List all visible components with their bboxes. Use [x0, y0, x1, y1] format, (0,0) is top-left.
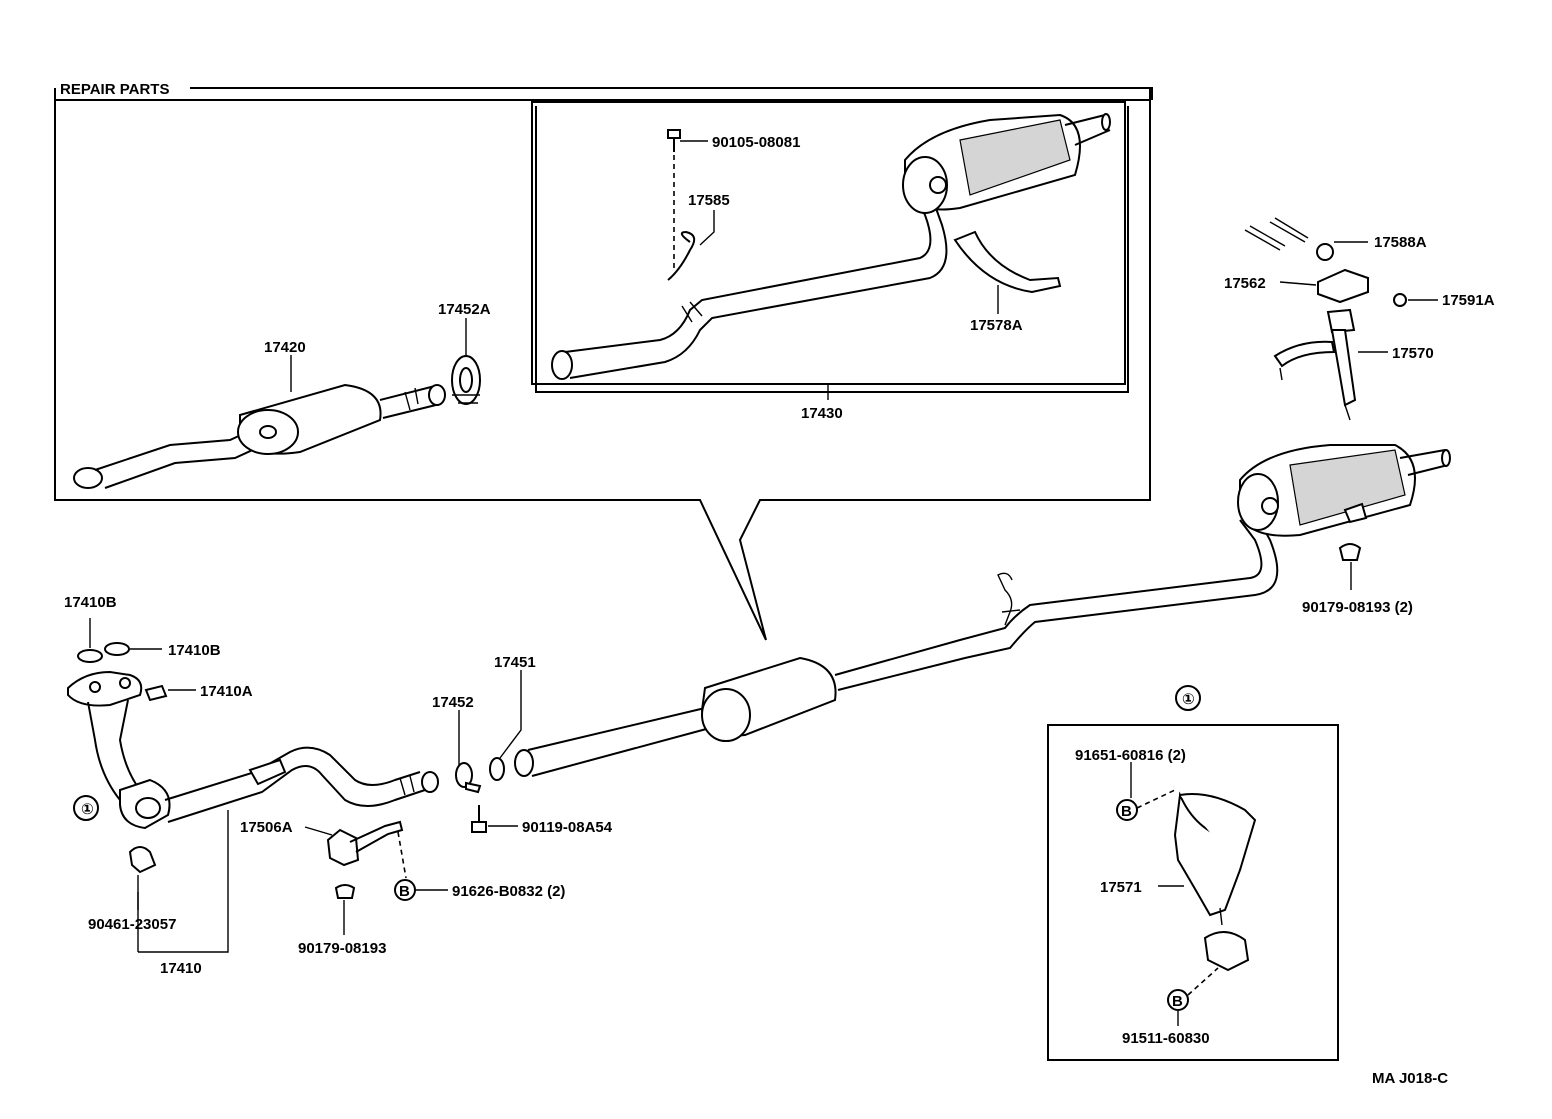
- plug-90461-part: [128, 846, 157, 874]
- detail-marker-1: ①: [73, 795, 99, 821]
- nut-90179-2-part: [1338, 543, 1362, 561]
- svg-text:①: ①: [81, 801, 94, 818]
- label-17410B-b: 17410B: [168, 642, 221, 659]
- strap-17578A-part: [953, 230, 1062, 294]
- label-17571: 17571: [1100, 879, 1142, 896]
- label-17506A: 17506A: [240, 819, 293, 836]
- label-17562: 17562: [1224, 275, 1266, 292]
- detail-1-header: ①: [1175, 685, 1201, 711]
- label-90179: 90179-08193: [298, 940, 386, 957]
- svg-text:①: ①: [1182, 691, 1195, 708]
- front-muffler-pipe-part: [73, 383, 446, 489]
- label-17588A: 17588A: [1374, 234, 1427, 251]
- nut-17410A-part: [144, 684, 168, 702]
- leader-17451: [499, 670, 522, 759]
- label-17430: 17430: [801, 405, 843, 422]
- center-muffler-main: [514, 517, 1279, 777]
- bolt-90119-part: [471, 805, 487, 833]
- svg-text:B: B: [1121, 803, 1132, 820]
- detail-1-box: [1047, 724, 1339, 1061]
- label-91511: 91511-60830: [1122, 1030, 1210, 1047]
- label-90179-2: 90179-08193 (2): [1302, 599, 1413, 616]
- label-90461: 90461-23057: [88, 916, 176, 933]
- label-17578A: 17578A: [970, 317, 1023, 334]
- band-strips: [1244, 217, 1309, 251]
- bolt-90105-part: [667, 129, 681, 270]
- rear-muffler-main: [1237, 444, 1451, 537]
- bolt-marker-91511: B: [1167, 989, 1189, 1011]
- svg-text:B: B: [1172, 993, 1183, 1010]
- leader-17506A: [304, 826, 333, 836]
- label-17410A: 17410A: [200, 683, 253, 700]
- label-90105: 90105-08081: [712, 134, 800, 151]
- repair-parts-title: REPAIR PARTS: [60, 81, 169, 98]
- drawing-code: MA J018-C: [1372, 1070, 1448, 1087]
- leader-17562: [1279, 281, 1317, 286]
- label-17410: 17410: [160, 960, 202, 977]
- label-17452: 17452: [432, 694, 474, 711]
- label-17452A: 17452A: [438, 301, 491, 318]
- label-91626: 91626-B0832 (2): [452, 883, 565, 900]
- bolt-marker-91626: B: [394, 879, 416, 901]
- clamp-17452-part: [455, 762, 482, 794]
- hanger-17506A-part: [326, 820, 407, 879]
- nut-17591A-part: [1393, 293, 1407, 307]
- bolt-marker-91651: B: [1116, 799, 1138, 821]
- hanger-bracket-17570-part: [1273, 308, 1357, 421]
- gasket-17451-part: [489, 757, 505, 781]
- label-17410B-a: 17410B: [64, 594, 117, 611]
- label-17591A: 17591A: [1442, 292, 1495, 309]
- svg-text:B: B: [399, 883, 410, 900]
- gasket-17410B-part: [77, 642, 130, 663]
- label-17585: 17585: [688, 192, 730, 209]
- bracket-17585-part: [667, 210, 715, 281]
- ring-17588A-part: [1316, 243, 1334, 261]
- bracket-17571-part: [1136, 789, 1257, 996]
- label-90119: 90119-08A54: [522, 819, 613, 836]
- leader-17410: [138, 810, 229, 953]
- label-17570: 17570: [1392, 345, 1434, 362]
- repair-parts-panel: REPAIR PARTS: [54, 81, 1153, 641]
- label-17451: 17451: [494, 654, 536, 671]
- label-91651: 91651-60816 (2): [1075, 747, 1186, 764]
- clamp-17452A-part: [451, 355, 481, 405]
- nut-90179-part: [334, 884, 356, 899]
- label-17420: 17420: [264, 339, 306, 356]
- front-exhaust-pipe-part: [67, 670, 439, 830]
- tail-pipe-part: [551, 113, 1111, 380]
- block-17562-part: [1317, 268, 1369, 304]
